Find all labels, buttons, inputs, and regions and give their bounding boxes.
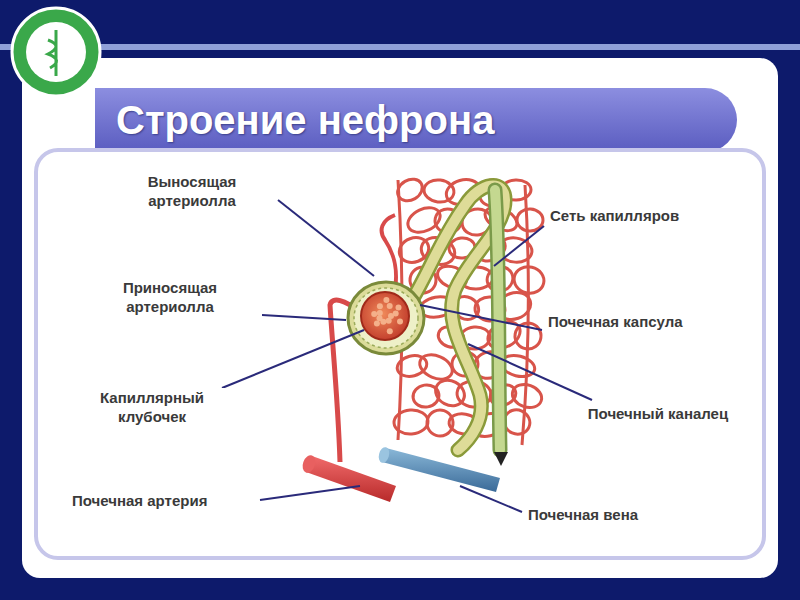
title-band bbox=[95, 88, 737, 152]
part-label: Капиллярный клубочек bbox=[70, 388, 234, 426]
capillary-loop bbox=[416, 350, 456, 384]
glomerulus bbox=[361, 292, 409, 340]
slide-panel bbox=[22, 58, 778, 578]
capillary-loop bbox=[423, 406, 458, 441]
part-label: Почечная капсула bbox=[546, 312, 685, 331]
part-label: Приносящая артериолла bbox=[78, 278, 262, 316]
logo bbox=[12, 8, 100, 96]
renal-capsule bbox=[348, 282, 424, 354]
part-label: Почечная артерия bbox=[70, 491, 209, 510]
capillary-loop bbox=[516, 208, 543, 231]
flow-arrow bbox=[494, 452, 508, 466]
top-rule bbox=[0, 44, 800, 50]
inner-frame bbox=[36, 150, 764, 558]
glomerulus-loop bbox=[377, 315, 383, 321]
glomerulus-loop bbox=[386, 318, 392, 324]
leader-lines bbox=[222, 200, 592, 512]
glomerulus-loop bbox=[383, 297, 389, 303]
capillary-loop bbox=[404, 203, 444, 237]
glomerulus-loop bbox=[387, 328, 393, 334]
glomerulus-loop bbox=[377, 303, 383, 309]
slide-title: Строение нефрона bbox=[116, 96, 494, 144]
renal-vein bbox=[377, 446, 500, 492]
glomerulus-loop bbox=[387, 303, 393, 309]
glomerulus-loop bbox=[371, 311, 377, 317]
glomerulus-loop bbox=[396, 304, 402, 310]
glomerulus-loop bbox=[397, 319, 403, 325]
part-label: Почечная вена bbox=[526, 505, 640, 524]
capillary-vessel bbox=[522, 185, 528, 445]
glomerulus-loop bbox=[377, 310, 383, 316]
renal-tubule bbox=[412, 185, 505, 450]
part-label: Выносящая артериолла bbox=[110, 172, 274, 210]
part-label: Почечный каналец bbox=[581, 404, 735, 423]
glomerulus-loop bbox=[374, 320, 380, 326]
efferent-arteriole bbox=[382, 215, 397, 290]
part-label: Сеть капилляров bbox=[548, 206, 681, 225]
glomerulus-loop bbox=[393, 311, 399, 317]
